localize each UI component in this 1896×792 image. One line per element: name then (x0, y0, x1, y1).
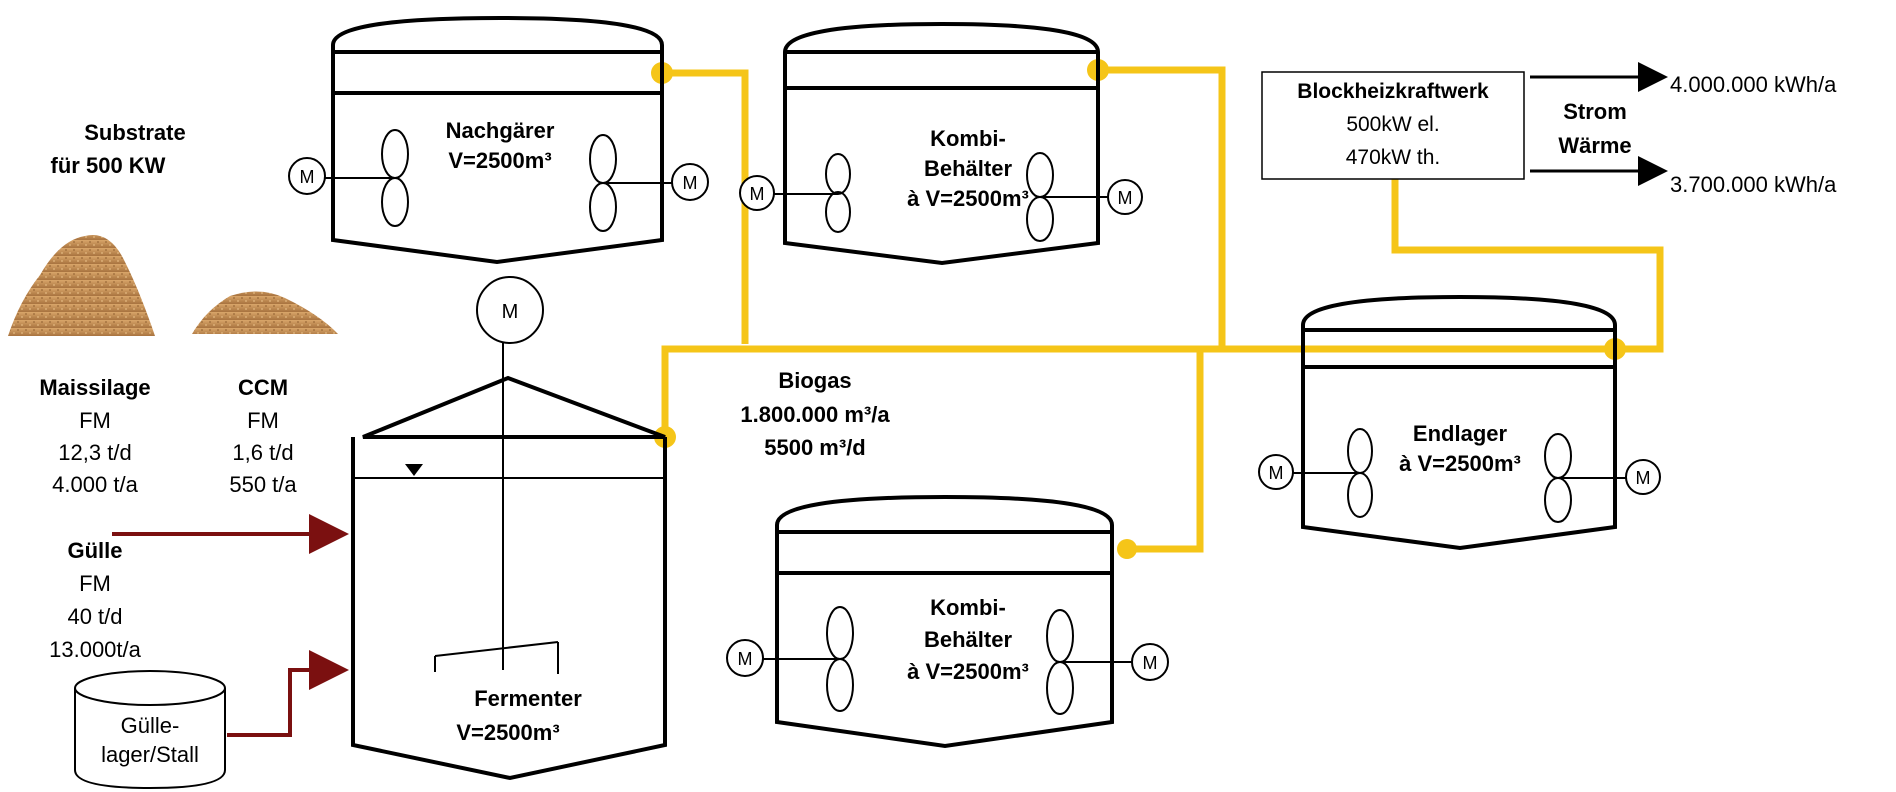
tank-fermenter: M Fermenter V=2500m³ (351, 276, 667, 781)
substrates-heading-line1: Substrate (84, 120, 185, 145)
waerme-label: Wärme (1558, 133, 1631, 158)
ccm-annual: 550 t/a (229, 472, 297, 497)
agitator-left: M (739, 153, 851, 233)
tank-kombi-2-line1: Kombi- (930, 595, 1006, 620)
ccm-daily: 1,6 t/d (232, 440, 293, 465)
tank-kombi-2-line2: Behälter (924, 627, 1012, 652)
agitator-left: M (726, 606, 854, 712)
tank-endlager: Endlager à V=2500m³ M M (1258, 294, 1661, 551)
maissilage-annual: 4.000 t/a (52, 472, 138, 497)
tank-endlager-volume: à V=2500m³ (1399, 451, 1521, 476)
agitator-right: M (1026, 152, 1143, 242)
agitator-right: M (1544, 433, 1661, 523)
guelle-type: FM (79, 571, 111, 596)
tank-kombi-2: Kombi- Behälter à V=2500m³ M M (726, 494, 1169, 749)
biogas-annual: 1.800.000 m³/a (740, 402, 890, 427)
guellelager-line1: Gülle- (121, 713, 180, 738)
maissilage-name: Maissilage (39, 375, 150, 400)
feed-lines (112, 514, 349, 737)
substrate-maissilage-pile (8, 235, 155, 336)
tank-kombi-1: Kombi- Behälter à V=2500m³ M M (739, 21, 1143, 266)
motor-icon (1258, 454, 1294, 490)
bhkw-electric: 500kW el. (1346, 113, 1439, 136)
bhkw-box: Blockheizkraftwerk 500kW el. 470kW th. (1261, 71, 1525, 180)
motor-label: M (738, 649, 753, 669)
substrate-ccm-pile (192, 291, 338, 334)
guelle-annual: 13.000t/a (49, 637, 142, 662)
pipe-endlager-bhkw (1391, 175, 1664, 353)
guellelager-feed-arrow (227, 650, 349, 737)
agitator-right: M (589, 134, 709, 232)
bhkw-thermal: 470kW th. (1346, 146, 1441, 169)
motor-icon (1625, 459, 1661, 495)
waerme-value: 3.700.000 kWh/a (1670, 172, 1837, 197)
biogas-daily: 5500 m³/d (764, 435, 866, 460)
tank-fermenter-volume: V=2500m³ (456, 720, 559, 745)
motor-icon (476, 276, 544, 344)
pipe-kombi2 (1127, 349, 1204, 553)
strom-label: Strom (1563, 99, 1627, 124)
substrates-heading-line2: für 500 KW (51, 153, 166, 178)
tank-nachgaerer-volume: V=2500m³ (448, 148, 551, 173)
motor-label: M (750, 184, 765, 204)
agitator-right: M (1046, 609, 1169, 715)
motor-icon (739, 175, 775, 211)
guelle-name: Gülle (67, 538, 122, 563)
maissilage-type: FM (79, 408, 111, 433)
agitator-left: M (1258, 428, 1373, 518)
motor-label: M (1118, 188, 1133, 208)
motor-icon (1131, 643, 1169, 681)
tank-fermenter-name: Fermenter (474, 686, 582, 711)
motor-label: M (683, 173, 698, 193)
motor-label: M (1636, 468, 1651, 488)
strom-value: 4.000.000 kWh/a (1670, 72, 1837, 97)
tank-endlager-name: Endlager (1413, 421, 1508, 446)
motor-icon (671, 163, 709, 201)
maissilage-daily: 12,3 t/d (58, 440, 131, 465)
tank-kombi-1-line3: à V=2500m³ (907, 186, 1029, 211)
pipe-kombi1 (1098, 66, 1226, 349)
motor-label: M (1269, 463, 1284, 483)
motor-icon (1107, 179, 1143, 215)
pipe-nachgaerer (662, 69, 749, 344)
motor-icon (726, 639, 764, 677)
gas-pipes (661, 66, 1664, 553)
agitator-left: M (288, 129, 409, 227)
ccm-name: CCM (238, 375, 288, 400)
guellelager-line2: lager/Stall (101, 742, 199, 767)
ccm-type: FM (247, 408, 279, 433)
guellelager-cylinder: Gülle- lager/Stall (74, 670, 226, 790)
motor-label: M (300, 167, 315, 187)
motor-label: M (1143, 653, 1158, 673)
liquid-level-icon (405, 464, 423, 476)
tank-kombi-2-line3: à V=2500m³ (907, 659, 1029, 684)
tank-kombi-1-line1: Kombi- (930, 126, 1006, 151)
pipe-main-horizontal (661, 345, 1615, 437)
motor-label: M (502, 301, 519, 323)
motor-icon (288, 157, 326, 195)
tank-nachgaerer-name: Nachgärer (446, 118, 555, 143)
tank-kombi-1-line2: Behälter (924, 156, 1012, 181)
biogas-label: Biogas (778, 368, 851, 393)
bhkw-title: Blockheizkraftwerk (1297, 80, 1489, 103)
tank-nachgaerer: Nachgärer V=2500m³ M M (288, 15, 709, 265)
guelle-daily: 40 t/d (67, 604, 122, 629)
